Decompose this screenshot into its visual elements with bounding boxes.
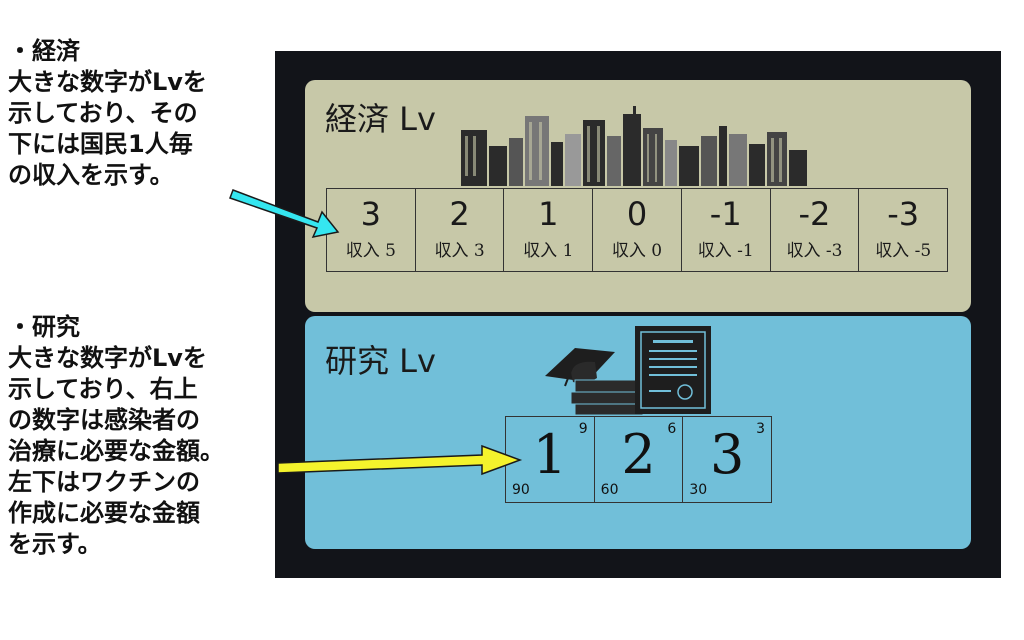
- economy-level-value: -3: [887, 195, 920, 233]
- economy-level-cell: 1 収入 1: [504, 189, 594, 271]
- economy-panel: 経済 Lv: [305, 80, 971, 312]
- research-vaccine-cost: 90: [512, 482, 530, 498]
- economy-level-cell: 2 収入 3: [416, 189, 505, 271]
- research-level-value: 1: [532, 423, 568, 486]
- research-cure-cost: 3: [756, 421, 766, 437]
- economy-level-value: 3: [360, 195, 382, 233]
- economy-level-value: -1: [709, 195, 742, 233]
- economy-income-value: 収入 1: [523, 241, 574, 261]
- research-vaccine-cost: 60: [600, 482, 619, 498]
- research-level-cell: 2 6 60: [595, 417, 684, 502]
- research-level-value: 2: [621, 423, 656, 486]
- economy-income-value: 収入 5: [345, 241, 396, 261]
- economy-annotation: ・経済 大きな数字がLvを 示しており、その 下には国民1人毎 の収入を示す。: [8, 37, 207, 189]
- research-annotation: ・研究 大きな数字がLvを 示しており、右上 の数字は感染者の 治療に必要な金額…: [8, 313, 224, 558]
- research-title: 研究 Lv: [325, 342, 436, 380]
- economy-level-cell: 3 収入 5: [327, 189, 416, 271]
- economy-income-value: 収入 -1: [697, 241, 754, 261]
- economy-level-value: 1: [538, 195, 559, 233]
- economy-level-cell: -1 収入 -1: [682, 189, 771, 271]
- yellow-arrow-icon: [277, 444, 523, 476]
- research-level-cell: 3 3 30: [683, 417, 771, 502]
- research-cure-cost: 9: [578, 421, 588, 437]
- cyan-arrow-icon: [229, 189, 340, 239]
- city-skyline-icon: [461, 106, 807, 186]
- research-level-cell: 1 9 90: [506, 417, 595, 502]
- economy-income-value: 収入 0: [611, 241, 663, 261]
- economy-level-cell: -3 収入 -5: [859, 189, 947, 271]
- research-vaccine-cost: 30: [689, 482, 708, 498]
- economy-level-value: 0: [626, 195, 648, 233]
- graduation-diploma-icon: [545, 326, 711, 416]
- economy-level-value: -2: [798, 195, 831, 233]
- economy-level-cell: 0 収入 0: [593, 189, 682, 271]
- economy-income-value: 収入 -5: [875, 241, 932, 261]
- game-board: 経済 Lv: [275, 51, 1001, 578]
- economy-title: 経済 Lv: [325, 100, 436, 138]
- research-level-table: 1 9 90 2 6 60 3 3 30: [505, 416, 772, 503]
- economy-income-value: 収入 -3: [786, 241, 843, 261]
- research-level-value: 3: [710, 423, 745, 486]
- economy-level-cell: -2 収入 -3: [771, 189, 860, 271]
- economy-level-value: 2: [449, 195, 470, 233]
- research-panel: 研究 Lv 1 9 90: [305, 316, 971, 549]
- economy-income-value: 収入 3: [434, 241, 485, 261]
- research-cure-cost: 6: [667, 421, 677, 437]
